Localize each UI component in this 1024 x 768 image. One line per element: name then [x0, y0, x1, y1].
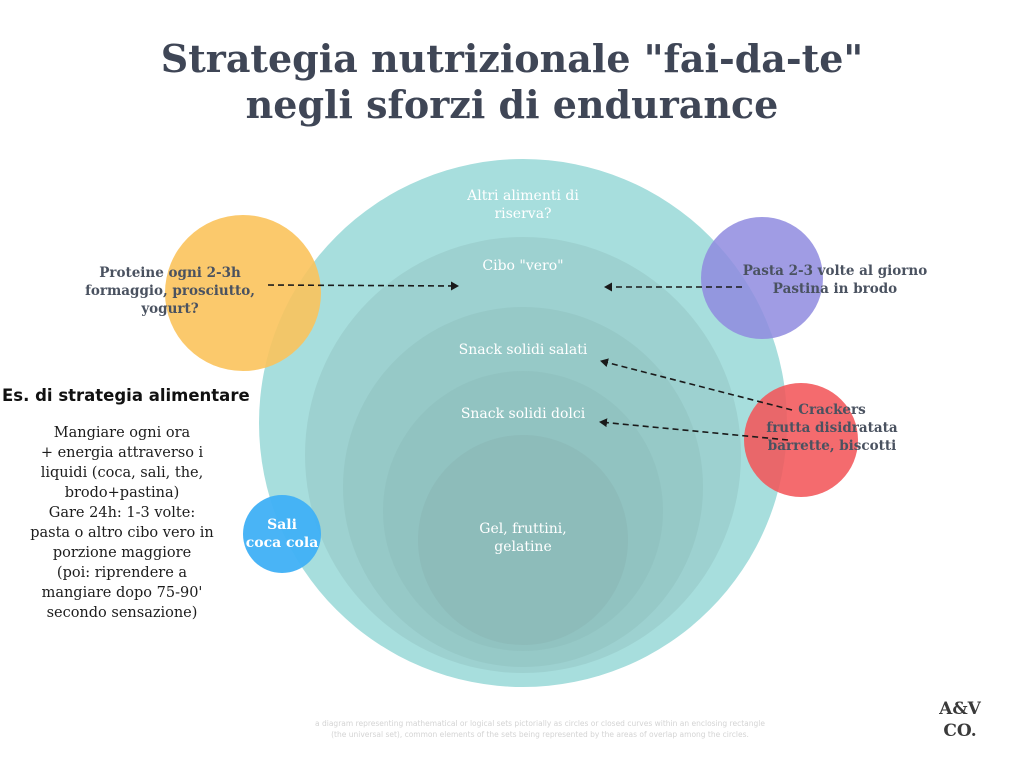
salt-label: Sali coca cola: [245, 517, 319, 551]
crackers-label: Crackers frutta disidratata barrette, bi…: [766, 402, 898, 454]
page-title-line-2: negli sforzi di endurance: [245, 82, 779, 127]
footnote: a diagram representing mathematical or l…: [315, 719, 765, 739]
salty-snack-label: Snack solidi salati: [458, 342, 588, 358]
pasta-label: Pasta 2-3 volte al giorno Pastina in bro…: [742, 263, 928, 297]
pasta-circle: [701, 217, 823, 339]
crackers-sweet-arrow: [599, 418, 789, 441]
crackers-salty-arrow: [600, 358, 793, 411]
page-title-line-1: Strategia nutrizionale "fai-da-te": [160, 36, 864, 81]
outer-set-label: Altri alimenti di riserva?: [467, 188, 579, 222]
protein-circle: [165, 215, 321, 371]
real-food-label: Cibo "vero": [482, 258, 564, 274]
crackers-circle: [744, 383, 858, 497]
sweet-snack-label: Snack solidi dolci: [460, 406, 586, 422]
protein-label: Proteine ogni 2-3h formaggio, prosciutto…: [85, 265, 255, 317]
protein-arrow: [267, 281, 459, 291]
page-title: Strategia nutrizionale "fai-da-te" negli…: [0, 36, 1024, 128]
brand-logo: A&V CO.: [939, 699, 981, 741]
outer-set-circle: [259, 159, 787, 687]
strategy-text: Mangiare ogni ora + energia attraverso i…: [30, 425, 214, 621]
strategy-heading: Es. di strategia alimentare: [2, 386, 250, 405]
gel-core-label: Gel, fruttini, gelatine: [479, 521, 567, 555]
gel-core-circle: [418, 435, 628, 645]
salt-circle: [243, 495, 321, 573]
